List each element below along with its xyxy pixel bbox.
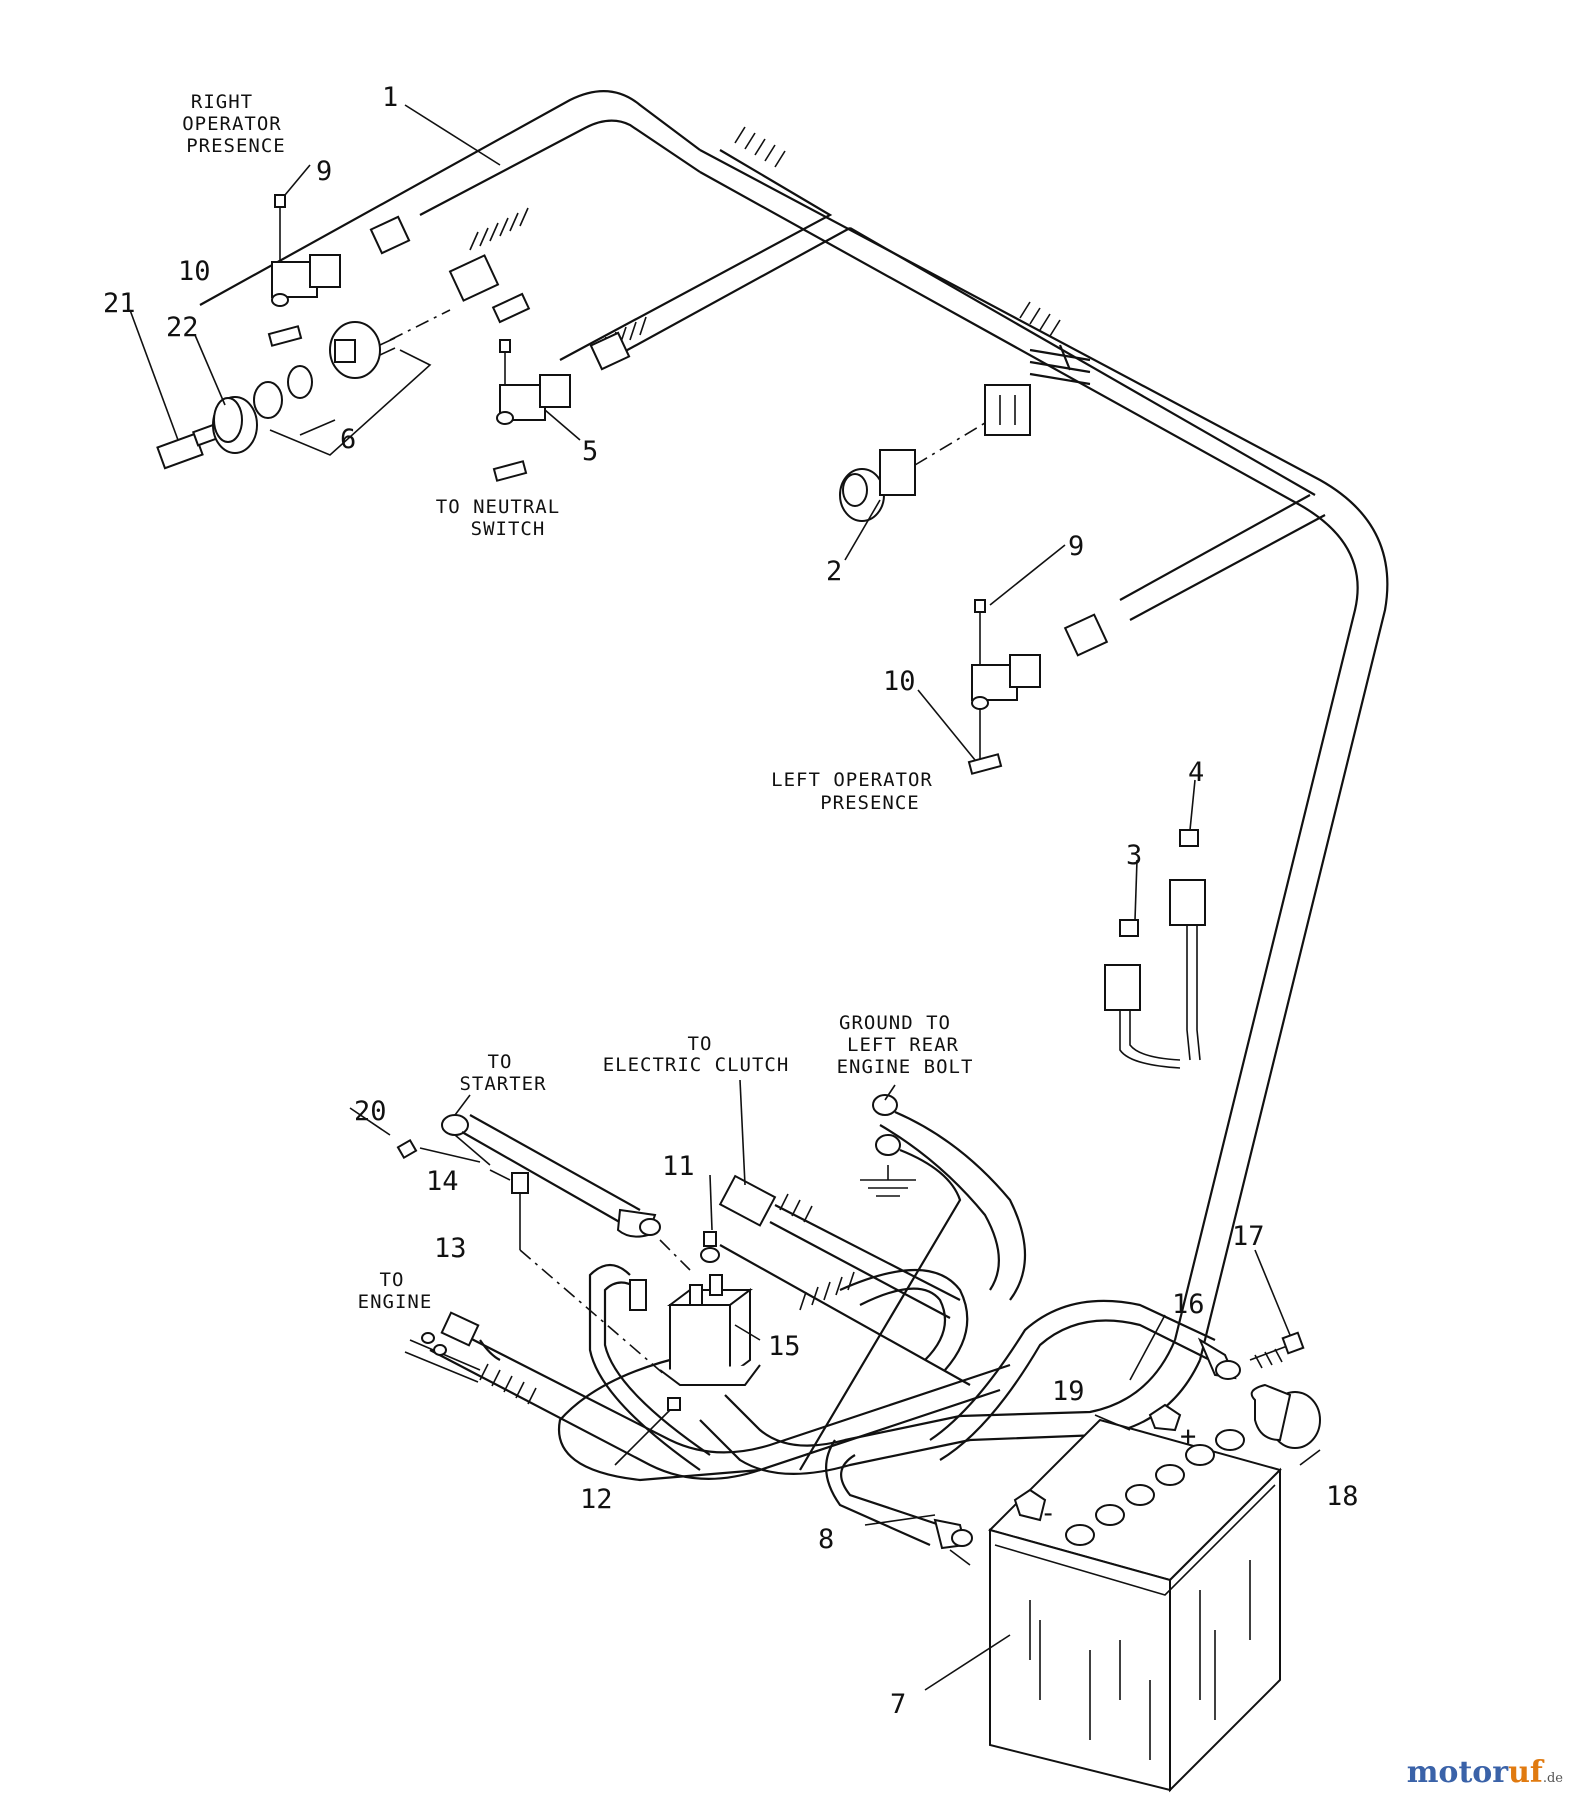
ground-cable: [799, 1094, 1026, 1471]
main-harness: [199, 90, 1389, 1482]
callout-20: 20: [354, 1096, 387, 1127]
watermark-logo: motoruf.de: [1407, 1755, 1563, 1790]
callout-8: 8: [818, 1524, 834, 1555]
ignition-connector-dashed: [389, 309, 451, 341]
caption-line: LEFT OPERATOR: [771, 769, 933, 791]
caption-line: STARTER: [459, 1073, 546, 1095]
key: [156, 423, 221, 470]
caption-line: ENGINE: [358, 1291, 433, 1313]
caption-line: RIGHT: [191, 91, 253, 113]
leader-lines: [129, 104, 1321, 1691]
callout-1: 1: [382, 82, 398, 113]
callout-9-left: 9: [1068, 531, 1084, 562]
watermark-suffix: .de: [1542, 1771, 1563, 1786]
neutral-switch: [492, 331, 631, 482]
callout-4: 4: [1188, 757, 1204, 788]
positive-battery-cable: [929, 1299, 1305, 1461]
callout-2: 2: [826, 556, 842, 587]
caption-line: GROUND TO: [839, 1012, 951, 1034]
clutch-lead: [718, 1174, 971, 1386]
callout-11: 11: [662, 1151, 695, 1182]
caption-to-engine: TO ENGINE: [358, 1269, 433, 1313]
switch-bezel: [212, 396, 258, 454]
caption-line: OPERATOR: [182, 113, 282, 135]
callouts: 1 2 3 4 5 6 7 8 9 9 10 10 11 12 13 14 15…: [103, 82, 1359, 1720]
caption-line: LEFT REAR: [847, 1034, 959, 1056]
engine-leads: [404, 1311, 501, 1383]
callout-22: 22: [166, 312, 199, 343]
callout-5: 5: [582, 436, 598, 467]
watermark-brand-b: uf: [1508, 1755, 1543, 1790]
solenoid: [511, 1172, 761, 1471]
ignition-group-bracket: [269, 349, 432, 456]
starter-cable: [396, 1114, 661, 1238]
caption-line: PRESENCE: [186, 135, 286, 157]
callout-19: 19: [1052, 1376, 1085, 1407]
caption-line: TO: [488, 1051, 513, 1073]
caption-to-electric-clutch: TO ELECTRIC CLUTCH: [603, 1033, 790, 1076]
callout-14: 14: [426, 1166, 459, 1197]
callout-17: 17: [1232, 1221, 1265, 1252]
caption-line: ENGINE BOLT: [837, 1056, 974, 1078]
watermark-brand-a: motor: [1406, 1755, 1509, 1790]
callout-12: 12: [580, 1484, 613, 1515]
caption-left-operator-presence: LEFT OPERATOR PRESENCE: [771, 769, 933, 814]
left-presence-switch: [967, 599, 1109, 775]
battery: [988, 1403, 1282, 1793]
caption-to-neutral-switch: TO NEUTRAL SWITCH: [436, 496, 560, 540]
battery-plus-symbol: +: [1180, 1421, 1196, 1452]
caption-line: TO NEUTRAL: [436, 496, 560, 518]
hour-meter: [839, 384, 1031, 522]
terminal-boot: [1250, 1383, 1321, 1449]
callout-21: 21: [103, 288, 136, 319]
ignition-switch: [253, 321, 396, 419]
caption-line: TO: [380, 1269, 405, 1291]
caption-line: SWITCH: [471, 518, 546, 540]
caption-line: TO: [688, 1033, 713, 1055]
caption-line: ELECTRIC CLUTCH: [603, 1054, 790, 1076]
callout-16: 16: [1172, 1289, 1205, 1320]
caption-line: PRESENCE: [820, 792, 920, 814]
caption-ground: GROUND TO LEFT REAR ENGINE BOLT: [837, 1012, 974, 1078]
battery-minus-symbol: -: [1040, 1498, 1056, 1529]
caption-right-operator-presence: RIGHT OPERATOR PRESENCE: [182, 91, 286, 157]
caption-to-starter: TO STARTER: [459, 1051, 546, 1095]
callout-9-right: 9: [316, 156, 332, 187]
callout-10-left: 10: [883, 666, 916, 697]
callout-6: 6: [340, 424, 356, 455]
callout-18: 18: [1326, 1481, 1359, 1512]
callout-10-right: 10: [178, 256, 211, 287]
callout-15: 15: [768, 1331, 801, 1362]
right-presence-switch: [267, 194, 341, 347]
callout-3: 3: [1126, 840, 1142, 871]
harness-branches: [559, 149, 1326, 621]
harness-connector-right: [369, 215, 531, 324]
fuse-holders: [1104, 829, 1206, 1069]
negative-battery-cable: [825, 1439, 973, 1566]
callout-7: 7: [890, 1689, 906, 1720]
callout-13: 13: [434, 1233, 467, 1264]
